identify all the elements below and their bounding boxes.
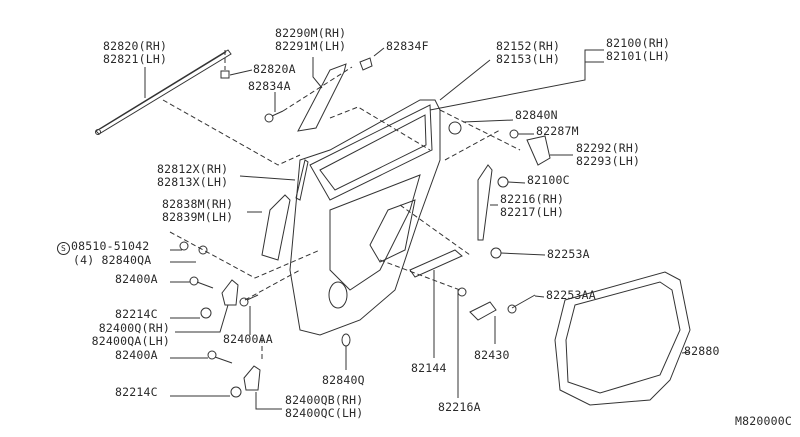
label-lh: 82400QC(LH) — [285, 406, 364, 420]
door-panel — [289, 99, 462, 336]
label-lh: 82293(LH) — [576, 154, 641, 168]
label-82253aa: 82253AA — [546, 288, 596, 302]
label-82834a: 82834A — [248, 79, 291, 93]
label-rh: 82812X(RH) — [157, 162, 229, 176]
label-82400aa: 82400AA — [223, 332, 273, 346]
label-number: 08510-51042 — [71, 239, 150, 253]
screw-82834a — [264, 113, 274, 123]
standard-part-s-icon: S — [57, 242, 70, 255]
label-lh: 82821(LH) — [103, 52, 168, 66]
label-rh: 82820(RH) — [103, 39, 168, 53]
regulator-82144 — [409, 249, 463, 278]
label-rh: 82400Q(RH) — [98, 321, 170, 335]
label-82840q: 82840Q — [322, 373, 365, 387]
diagram-code: M820000C — [735, 414, 792, 428]
label-82880: 82880 — [684, 344, 720, 358]
label-lh: 82400QA(LH) — [91, 334, 170, 348]
label-82292: 82292(RH) 82293(LH) — [576, 142, 640, 168]
label-82834f: 82834F — [386, 39, 429, 53]
label-82100c: 82100C — [527, 173, 570, 187]
run-channel — [477, 164, 493, 241]
label-rh: 82216(RH) — [500, 192, 565, 206]
hinge-upper — [221, 279, 239, 306]
sealing-screen — [554, 271, 691, 406]
label-rh: 82838M(RH) — [162, 197, 234, 211]
label-lh: 82839M(LH) — [162, 210, 234, 224]
label-lh: 82153(LH) — [496, 52, 561, 66]
label-rh: 82400QB(RH) — [285, 393, 364, 407]
clip-82287m — [509, 129, 519, 139]
label-82838m: 82838M(RH) 82839M(LH) — [162, 198, 233, 224]
label-82820: 82820(RH) 82821(LH) — [103, 40, 167, 66]
label-82820a: 82820A — [253, 62, 296, 76]
sash-garnish — [297, 63, 347, 132]
label-82400q: 82400Q(RH) 82400QA(LH) — [86, 322, 170, 348]
nut-82100c — [497, 176, 509, 188]
label-82290m: 82290M(RH) 82291M(LH) — [275, 27, 346, 53]
label-rh: 82292(RH) — [576, 141, 641, 155]
label-82430: 82430 — [474, 348, 510, 362]
label-82100: 82100(RH) 82101(LH) — [606, 37, 670, 63]
label-part: 82840QA — [101, 253, 152, 267]
label-82812x: 82812X(RH) 82813X(LH) — [157, 163, 228, 189]
label-rh: 82152(RH) — [496, 39, 561, 53]
bolt-82253a — [490, 247, 502, 259]
label-82152: 82152(RH) 82153(LH) — [496, 40, 560, 66]
label-lh: 82217(LH) — [500, 205, 565, 219]
sash-moulding — [95, 49, 232, 135]
label-qty: (4) — [73, 253, 95, 267]
clip-82834f — [359, 57, 373, 71]
label-82144: 82144 — [411, 361, 447, 375]
hinge-lower — [243, 365, 261, 391]
clip-82820a — [220, 70, 230, 79]
label-82287m: 82287M — [536, 124, 579, 138]
label-82216a: 82216A — [438, 400, 481, 414]
leader-lines — [144, 47, 691, 410]
label-82400a-upper: 82400A — [115, 272, 158, 286]
label-82840n: 82840N — [515, 108, 558, 122]
label-82400a-lower: 82400A — [115, 348, 158, 362]
label-82400qb: 82400QB(RH) 82400QC(LH) — [285, 394, 363, 420]
label-82214c-lower: 82214C — [115, 385, 158, 399]
label-lh: 82101(LH) — [606, 49, 671, 63]
label-82253a: 82253A — [547, 247, 590, 261]
bracket-82292 — [526, 135, 551, 166]
label-82214c-upper: 82214C — [115, 307, 158, 321]
regulator-82430 — [469, 301, 497, 321]
label-82216: 82216(RH) 82217(LH) — [500, 193, 564, 219]
label-lh: 82291M(LH) — [275, 39, 347, 53]
label-lh: 82813X(LH) — [157, 175, 229, 189]
label-rh: 82290M(RH) — [275, 26, 347, 40]
label-82840qa: (4) 82840QA — [73, 254, 151, 267]
label-rh: 82100(RH) — [606, 36, 671, 50]
weatherstrip-82838m — [261, 194, 291, 261]
assembly-dash-lines — [162, 50, 521, 362]
